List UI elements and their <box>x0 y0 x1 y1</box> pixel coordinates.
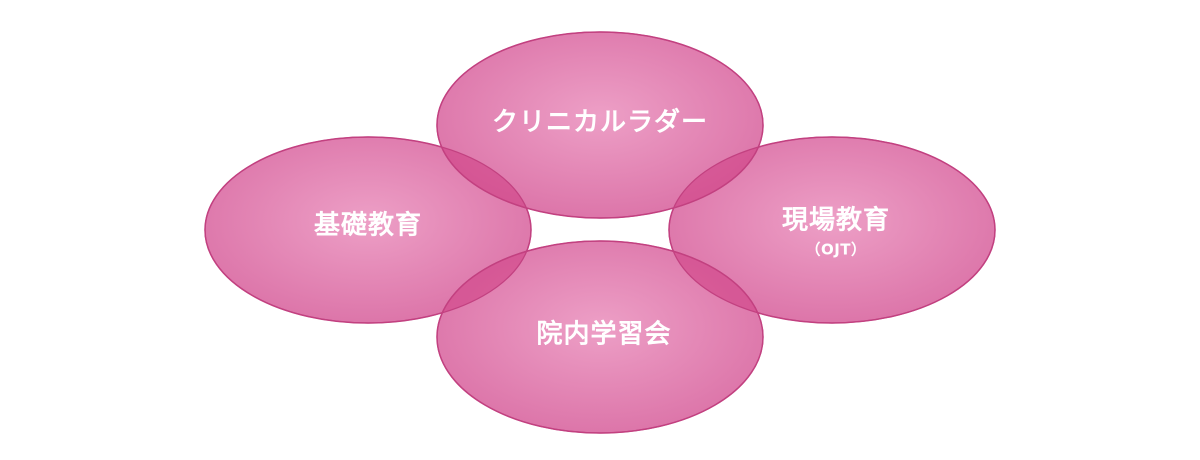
outline-top <box>436 31 764 219</box>
label-top: クリニカルラダー <box>492 107 708 138</box>
label-bottom-text: 院内学習会 <box>536 319 672 350</box>
label-left: 基礎教育 <box>314 210 422 241</box>
outline-right <box>668 136 996 324</box>
label-bottom: 院内学習会 <box>536 319 671 350</box>
label-right: 現場教育 （OJT） <box>782 205 890 258</box>
label-left-text: 基礎教育 <box>313 210 423 241</box>
outline-group <box>204 31 996 434</box>
label-top-text: クリニカルラダー <box>491 107 709 138</box>
outline-left <box>204 136 532 324</box>
outline-bottom <box>436 240 764 434</box>
label-right-sub: （OJT） <box>805 240 867 259</box>
label-right-text: 現場教育 <box>781 205 891 236</box>
